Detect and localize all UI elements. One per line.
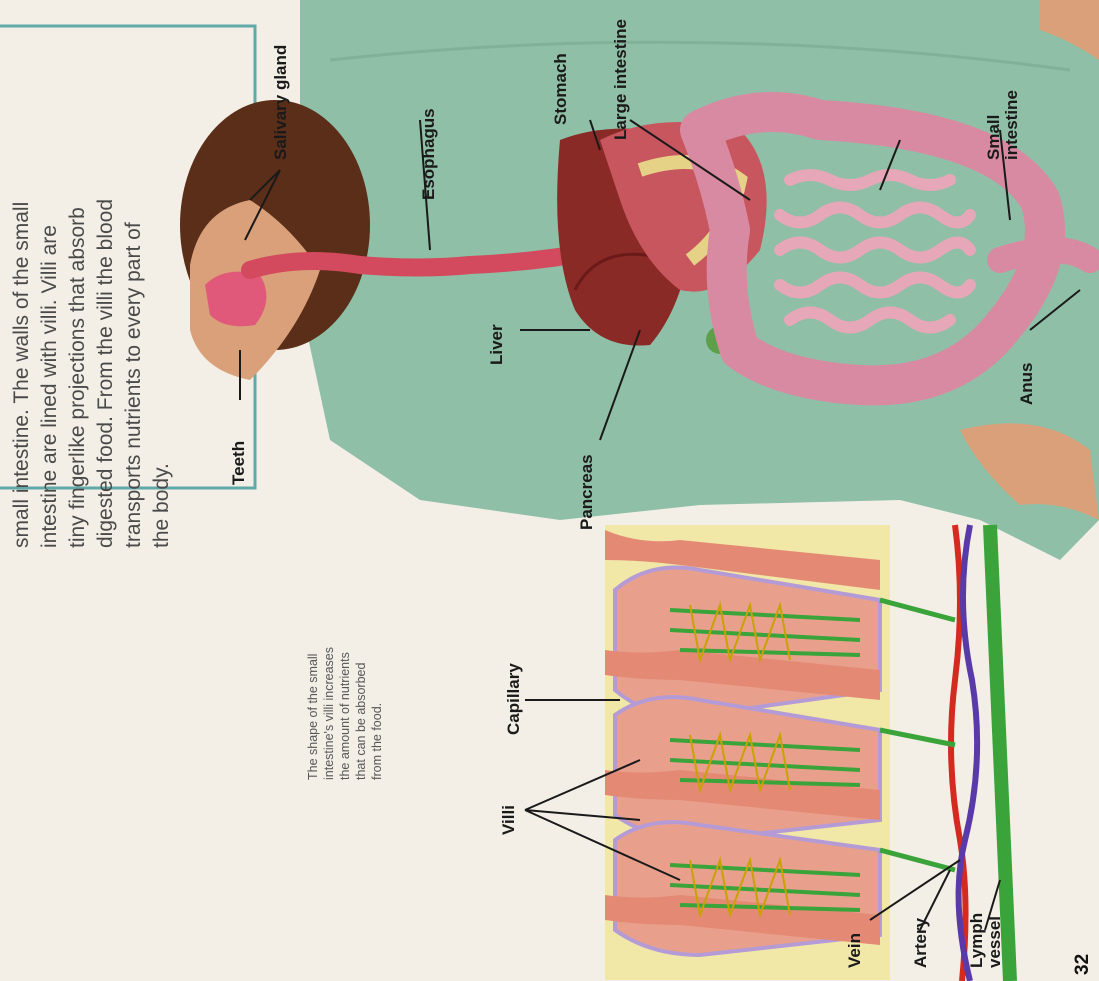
label-artery: Artery — [912, 918, 930, 968]
label-lymph-vessel: Lymph vessel — [968, 898, 1004, 968]
label-villi: Villi — [500, 805, 518, 835]
label-small-intestine-text: Small intestine — [984, 90, 1021, 160]
label-pancreas: Pancreas — [578, 454, 596, 530]
label-stomach: Stomach — [552, 53, 570, 125]
rectum — [1000, 250, 1090, 260]
label-small-intestine: Small intestine — [985, 50, 1021, 160]
label-liver: Liver — [488, 324, 506, 365]
label-lymph-vessel-text: Lymph vessel — [967, 913, 1004, 968]
label-large-intestine: Large intestine — [612, 0, 630, 140]
label-large-intestine-text: Large intestine — [611, 19, 630, 140]
label-salivary-glands: Salivary gland — [272, 45, 290, 160]
label-vein: Vein — [846, 933, 864, 968]
label-capillary: Capillary — [505, 663, 523, 735]
label-teeth: Teeth — [230, 441, 248, 485]
label-anus: Anus — [1018, 363, 1036, 406]
page-number: 32 — [1072, 954, 1094, 975]
mouth-cavity — [205, 272, 266, 327]
label-esophagus: Esophagus — [420, 108, 438, 200]
